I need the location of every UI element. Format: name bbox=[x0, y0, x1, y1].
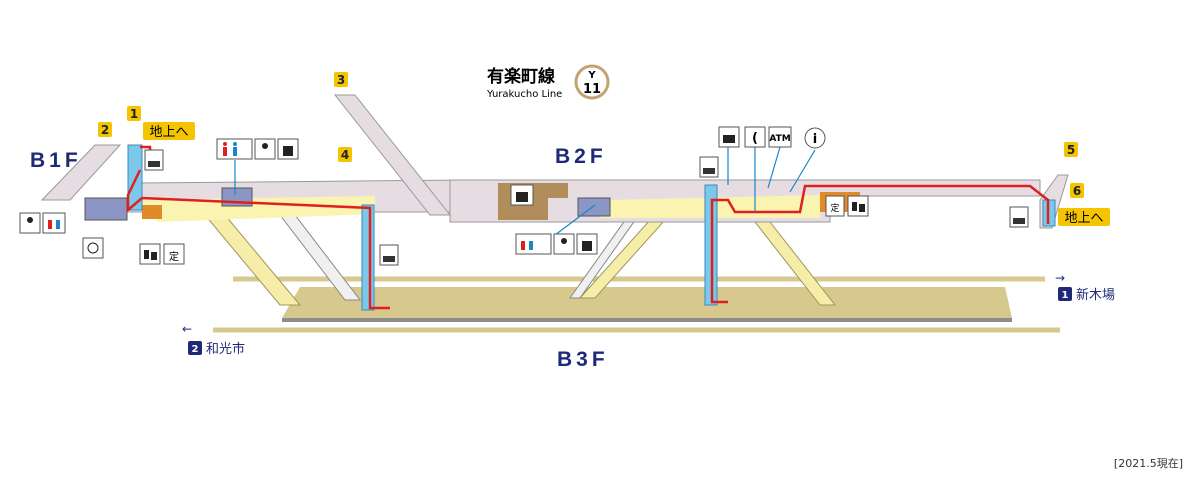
arrow-right-icon: → bbox=[1055, 271, 1065, 285]
fare-adjustment-icon: 定 bbox=[825, 195, 845, 217]
floor-label-b3f: B3F bbox=[557, 348, 609, 371]
station-number: 11 bbox=[583, 82, 601, 97]
fare-adjust-glyph: 定 bbox=[830, 202, 839, 214]
floor-label-b1f: B1F bbox=[30, 149, 82, 172]
platform-edge bbox=[282, 318, 1012, 322]
b3f-platform bbox=[282, 287, 1012, 318]
ticket-office-icon bbox=[847, 195, 869, 217]
exit-number: 5 bbox=[1067, 143, 1075, 157]
exit-label: 地上へ bbox=[149, 125, 188, 140]
accessible-route-b1 bbox=[126, 145, 390, 310]
exit-number: 4 bbox=[341, 148, 349, 162]
toilet-icon bbox=[216, 138, 253, 160]
exit-3-badge[interactable]: 3 bbox=[334, 72, 348, 87]
ticket-office-icon bbox=[139, 243, 161, 265]
exit-1-badge[interactable]: 1 bbox=[127, 106, 141, 121]
exit-number: 2 bbox=[101, 123, 109, 137]
accessible-route-b2 bbox=[710, 184, 1050, 304]
exit-label: 地上へ bbox=[1064, 211, 1103, 226]
elevator-b1-ground bbox=[127, 144, 143, 211]
fare-adjust-glyph: 定 bbox=[169, 250, 179, 263]
fare-adjustment-icon: 定 bbox=[163, 243, 185, 265]
destination: 新木場 bbox=[1076, 287, 1115, 303]
line-name-en: Yurakucho Line bbox=[486, 89, 562, 100]
telephone-icon: ( bbox=[744, 126, 766, 148]
baby-care-icon bbox=[553, 233, 575, 255]
b2f-toilet-block bbox=[577, 197, 611, 217]
floor-label-b2f: B2F bbox=[555, 145, 607, 168]
svg-text:(: ( bbox=[752, 131, 758, 146]
direction-wakoshi: ← 2 和光市 bbox=[182, 322, 245, 357]
elevator-b1-b3 bbox=[361, 204, 375, 311]
platform-number: 1 bbox=[1062, 290, 1069, 301]
baby-care-icon bbox=[19, 212, 41, 234]
exit-5-badge[interactable]: 5 bbox=[1064, 142, 1078, 157]
station-number-badge: Y 11 bbox=[574, 64, 610, 100]
exit-number: 6 bbox=[1073, 184, 1081, 198]
coin-locker-icon bbox=[718, 126, 740, 148]
station-office-icon bbox=[510, 184, 534, 206]
exit-3-stairs bbox=[333, 94, 452, 216]
elevator-icon bbox=[144, 149, 164, 171]
lead-line bbox=[554, 204, 596, 236]
info-label: i bbox=[813, 132, 817, 147]
atm-label: ATM bbox=[769, 134, 790, 144]
exit-number: 1 bbox=[130, 107, 138, 121]
exit-6-ground-label[interactable]: 地上へ bbox=[1058, 208, 1110, 226]
multipurpose-room-icon bbox=[576, 233, 598, 255]
line-code-letter: Y bbox=[587, 70, 596, 81]
line-name-ja: 有楽町線 bbox=[487, 66, 555, 87]
b1f-passage bbox=[40, 144, 122, 201]
exit-4-badge[interactable]: 4 bbox=[338, 147, 352, 162]
elevator-icon bbox=[699, 156, 719, 178]
elevator-icon bbox=[379, 244, 399, 266]
direction-shin-kiba: → 1 新木場 bbox=[1055, 271, 1115, 303]
wheelchair-ramp-icon bbox=[82, 237, 104, 259]
ticket-office bbox=[142, 205, 162, 219]
b1f-paid-area bbox=[138, 196, 375, 222]
baby-care-icon bbox=[254, 138, 276, 160]
platform-number: 2 bbox=[192, 344, 199, 355]
atm-icon: ATM bbox=[768, 126, 792, 148]
exit-1-ground-label[interactable]: 地上へ bbox=[143, 122, 195, 140]
date-note: [2021.5現在] bbox=[1114, 457, 1183, 470]
lead-line bbox=[767, 146, 781, 189]
lead-line bbox=[789, 149, 816, 193]
exit-number: 3 bbox=[337, 73, 345, 87]
stairs-b1-b3 bbox=[203, 214, 302, 306]
destination: 和光市 bbox=[206, 341, 245, 357]
arrow-left-icon: ← bbox=[182, 322, 192, 336]
b1f-toilet-block bbox=[84, 197, 128, 221]
exit-6-badge[interactable]: 6 bbox=[1070, 183, 1084, 198]
elevator-icon bbox=[1009, 206, 1029, 228]
toilet-icon bbox=[42, 212, 66, 234]
toilet-icon bbox=[515, 233, 552, 255]
information-icon: i bbox=[804, 127, 826, 149]
multipurpose-room-icon bbox=[277, 138, 299, 160]
exit-2-badge[interactable]: 2 bbox=[98, 122, 112, 137]
